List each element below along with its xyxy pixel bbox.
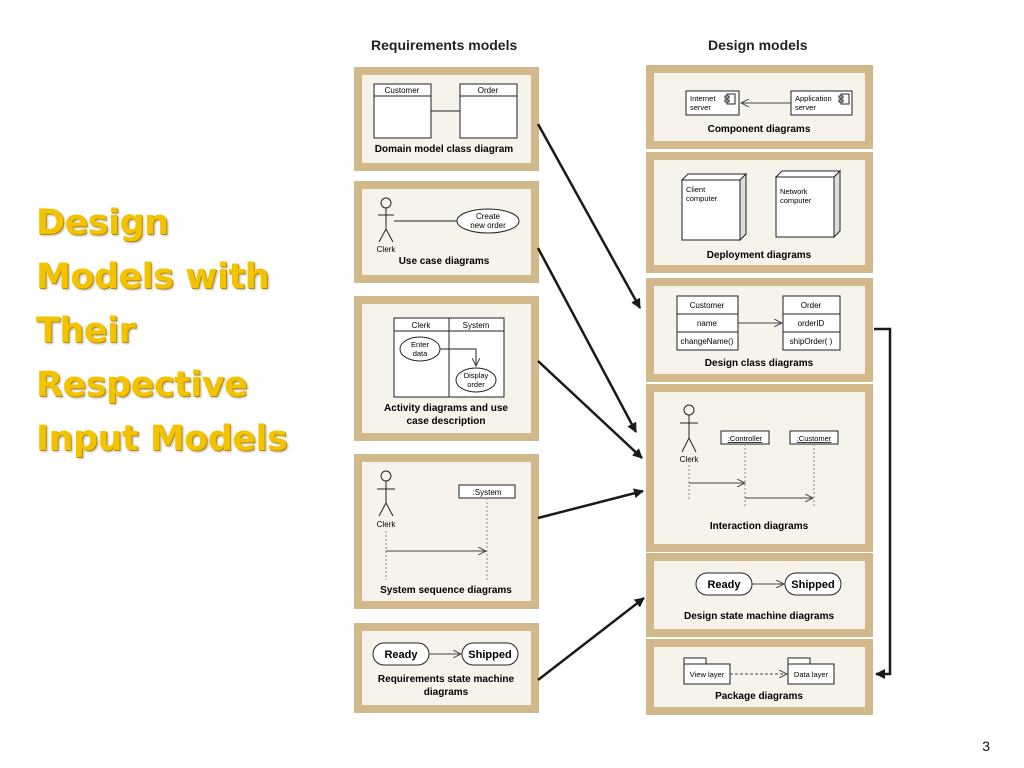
customer-class-label: Customer [385,86,420,95]
panel-caption: Requirements state machine [378,674,515,685]
node-label: computer [686,194,718,203]
activity-to-interaction-arrow [537,360,643,459]
node-label: Network [780,187,808,196]
order-class-label: Order [478,86,499,95]
domain-to-design-class-arrow [536,123,642,309]
panel-caption: Use case diagrams [399,256,490,267]
use-case-label: Create [476,212,501,221]
object-label: :System [473,488,502,497]
state-label: Ready [384,649,418,661]
interaction-panel: Clerk :Controller :Customer Interaction … [646,384,873,552]
design-class-panel: Customer name changeName() Order orderID… [646,278,873,382]
domain-model-panel: Customer Order Domain model class diagra… [354,67,539,171]
lane-label: System [463,321,490,330]
title-line: Models with [36,257,270,297]
use-case-label: new order [470,221,506,230]
lane-label: Clerk [412,321,432,330]
component-label: server [690,103,711,112]
slide-title: Design Models with Their Respective Inpu… [36,196,336,466]
panel-caption: case description [407,416,486,427]
panel-caption: Component diagrams [708,124,811,135]
class-method: shipOrder( ) [790,337,833,346]
panel-caption: Interaction diagrams [710,521,809,532]
requirements-state-panel: Ready Shipped Requirements state machine… [354,623,539,713]
title-line: Input Models [36,419,288,459]
panel-caption: Domain model class diagram [375,144,513,155]
activity-panel: Clerk System Enter data Display order Ac… [354,296,539,441]
clerk-actor-icon [377,470,395,517]
component-panel: Internet server Application server Compo… [646,65,873,149]
package-label: Data layer [794,670,829,679]
page-number: 3 [982,738,990,754]
package-icon [683,657,731,685]
design-heading: Design models [708,37,808,53]
customer-class-box [373,83,432,139]
actor-label: Clerk [377,520,397,529]
component-icon [724,93,736,105]
state-label: Shipped [791,579,834,591]
design-class-to-package-arrow [874,327,892,679]
component-label: server [795,103,816,112]
package-panel: View layer Data layer Package diagrams [646,639,873,715]
object-label: :Controller [728,434,763,443]
panel-caption: Deployment diagrams [707,250,812,261]
node-label: computer [780,196,812,205]
deployment-panel: Client computer Network computer Deploym… [646,152,873,273]
use-case-panel: Clerk Create new order Use case diagrams [354,181,539,283]
clerk-actor-icon [378,197,394,243]
class-attribute: name [697,319,718,328]
package-label: View layer [690,670,725,679]
object-label: :Customer [797,434,832,443]
order-class-box [782,295,841,351]
panel-caption: Package diagrams [715,691,803,702]
activity-label: data [413,349,428,358]
panel-caption: Design state machine diagrams [684,611,834,622]
activity-label: Display [464,371,489,380]
panel-frame [354,623,539,713]
activity-node [455,367,497,393]
panel-caption: Design class diagrams [705,358,814,369]
connector-arrows [536,123,892,681]
class-attribute: orderID [798,319,825,328]
panel-caption: diagrams [424,687,469,698]
design-state-panel: Ready Shipped Design state machine diagr… [646,553,873,637]
component-label: Internet [690,94,716,103]
panel-caption: System sequence diagrams [380,585,512,596]
title-line: Their [36,311,136,351]
system-sequence-panel: Clerk :System System sequence diagrams [354,454,539,609]
class-method: changeName() [681,337,734,346]
actor-label: Clerk [680,455,700,464]
class-name: Customer [690,301,725,310]
network-node-icon [774,169,842,239]
state-label: Ready [707,579,741,591]
clerk-actor-icon [680,404,698,453]
state-to-design-state-arrow [537,597,645,681]
package-icon [787,657,835,685]
state-node [784,572,842,596]
state-node [461,642,519,666]
panel-frame [354,454,539,609]
use-case-ellipse [456,208,520,234]
node-label: Client [686,185,706,194]
actor-label: Clerk [377,245,397,254]
title-line: Design [36,203,169,243]
ssd-to-interaction-arrow [537,488,644,520]
order-class-box [459,83,518,139]
activity-label: Enter [411,340,429,349]
client-node-icon [680,172,748,242]
flow-arrow [440,348,476,366]
activity-label: order [467,380,485,389]
class-name: Order [801,301,822,310]
title-line: Respective [36,365,248,405]
panel-caption: Activity diagrams and use [384,403,508,414]
customer-class-box [676,295,739,351]
requirements-heading: Requirements models [371,37,518,53]
usecase-to-interaction-arrow [536,247,638,433]
component-icon [838,93,850,105]
component-label: Application [795,94,832,103]
state-label: Shipped [468,649,511,661]
